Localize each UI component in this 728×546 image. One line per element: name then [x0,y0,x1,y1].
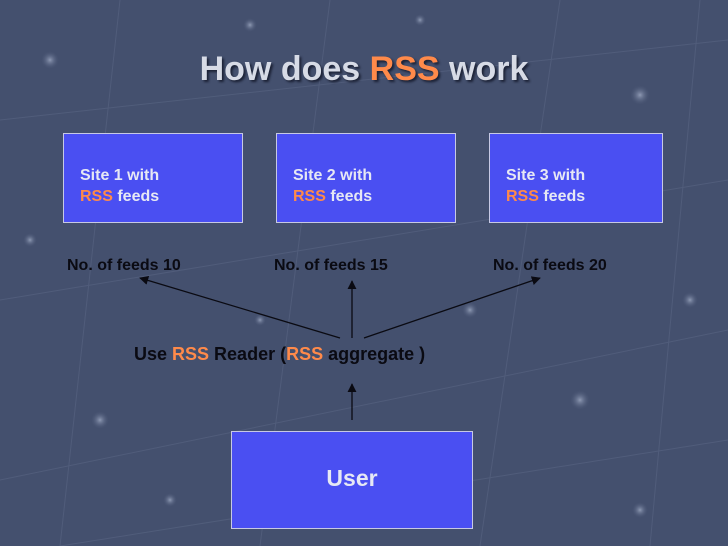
site-3-rss: RSS [506,188,539,205]
site-2-feeds: feeds [325,188,373,205]
user-label: User [326,465,378,491]
title-highlight: RSS [369,50,440,88]
site-2-line1: Site 2 with [293,167,373,184]
site-1-line1: Site 1 with [80,167,160,184]
feeds-label-site-3: No. of feeds 20 [493,257,607,274]
site-3-line1: Site 3 with [506,167,586,184]
reader-rss-1: RSS [172,344,210,364]
site-3-feeds: feeds [538,188,586,205]
site-1-rss: RSS [80,188,113,205]
feeds-label-site-1: No. of feeds 10 [67,257,181,274]
reader-text-3: aggregate ) [323,344,426,364]
site-1-feeds: feeds [112,188,160,205]
title-prefix: How does [199,50,370,88]
reader-text-1: Use [134,344,173,364]
slide-title: How does RSS work [0,50,728,89]
feeds-label-site-2: No. of feeds 15 [274,257,388,274]
reader-rss-2: RSS [286,344,324,364]
title-suffix: work [439,50,529,88]
user-box: User [231,431,473,529]
reader-text-2: Reader ( [209,344,287,364]
site-2-rss: RSS [293,188,326,205]
rss-reader-label: Use RSS Reader (RSS aggregate ) [134,344,425,365]
